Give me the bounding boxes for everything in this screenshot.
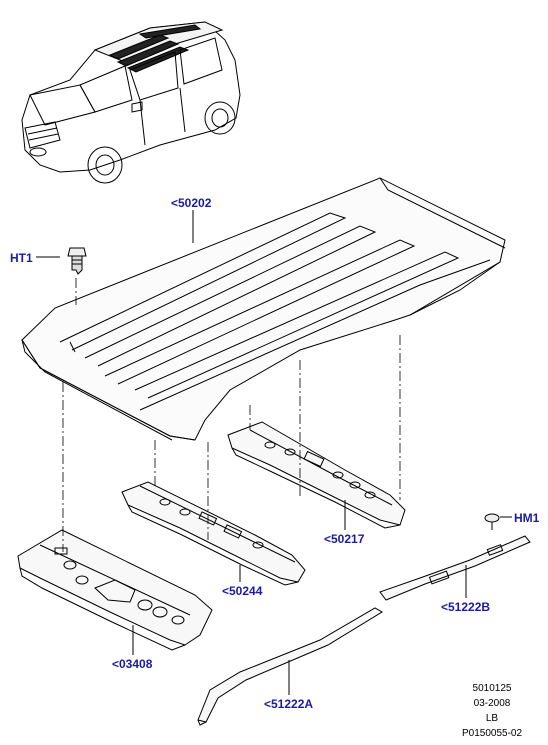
fastener-ht1-icon <box>67 247 87 275</box>
diagram-code: 5010125 <box>472 683 512 694</box>
diagram-ref: P0150055-02 <box>461 728 523 739</box>
roof-rail-strip-a <box>197 607 383 726</box>
callout-50217[interactable]: <50217 <box>324 532 365 546</box>
diagram-date: 03-2008 <box>473 698 511 709</box>
callout-50202[interactable]: <50202 <box>171 196 212 210</box>
roof-rail-strip-b <box>379 535 531 601</box>
vehicle-illustration <box>21 21 241 184</box>
callout-hm1[interactable]: HM1 <box>514 511 540 525</box>
roof-panel <box>21 177 506 441</box>
callout-50244[interactable]: <50244 <box>222 584 263 598</box>
roof-bow-middle <box>121 481 306 586</box>
roof-bow-front <box>227 421 406 529</box>
clip-hm1-icon <box>484 513 500 530</box>
rear-header-panel <box>17 529 213 651</box>
callout-51222a[interactable]: <51222A <box>264 697 314 711</box>
callout-03408[interactable]: <03408 <box>112 657 153 671</box>
diagram-lb: LB <box>485 713 499 724</box>
callout-51222b[interactable]: <51222B <box>441 600 491 614</box>
callout-ht1[interactable]: HT1 <box>10 251 33 265</box>
